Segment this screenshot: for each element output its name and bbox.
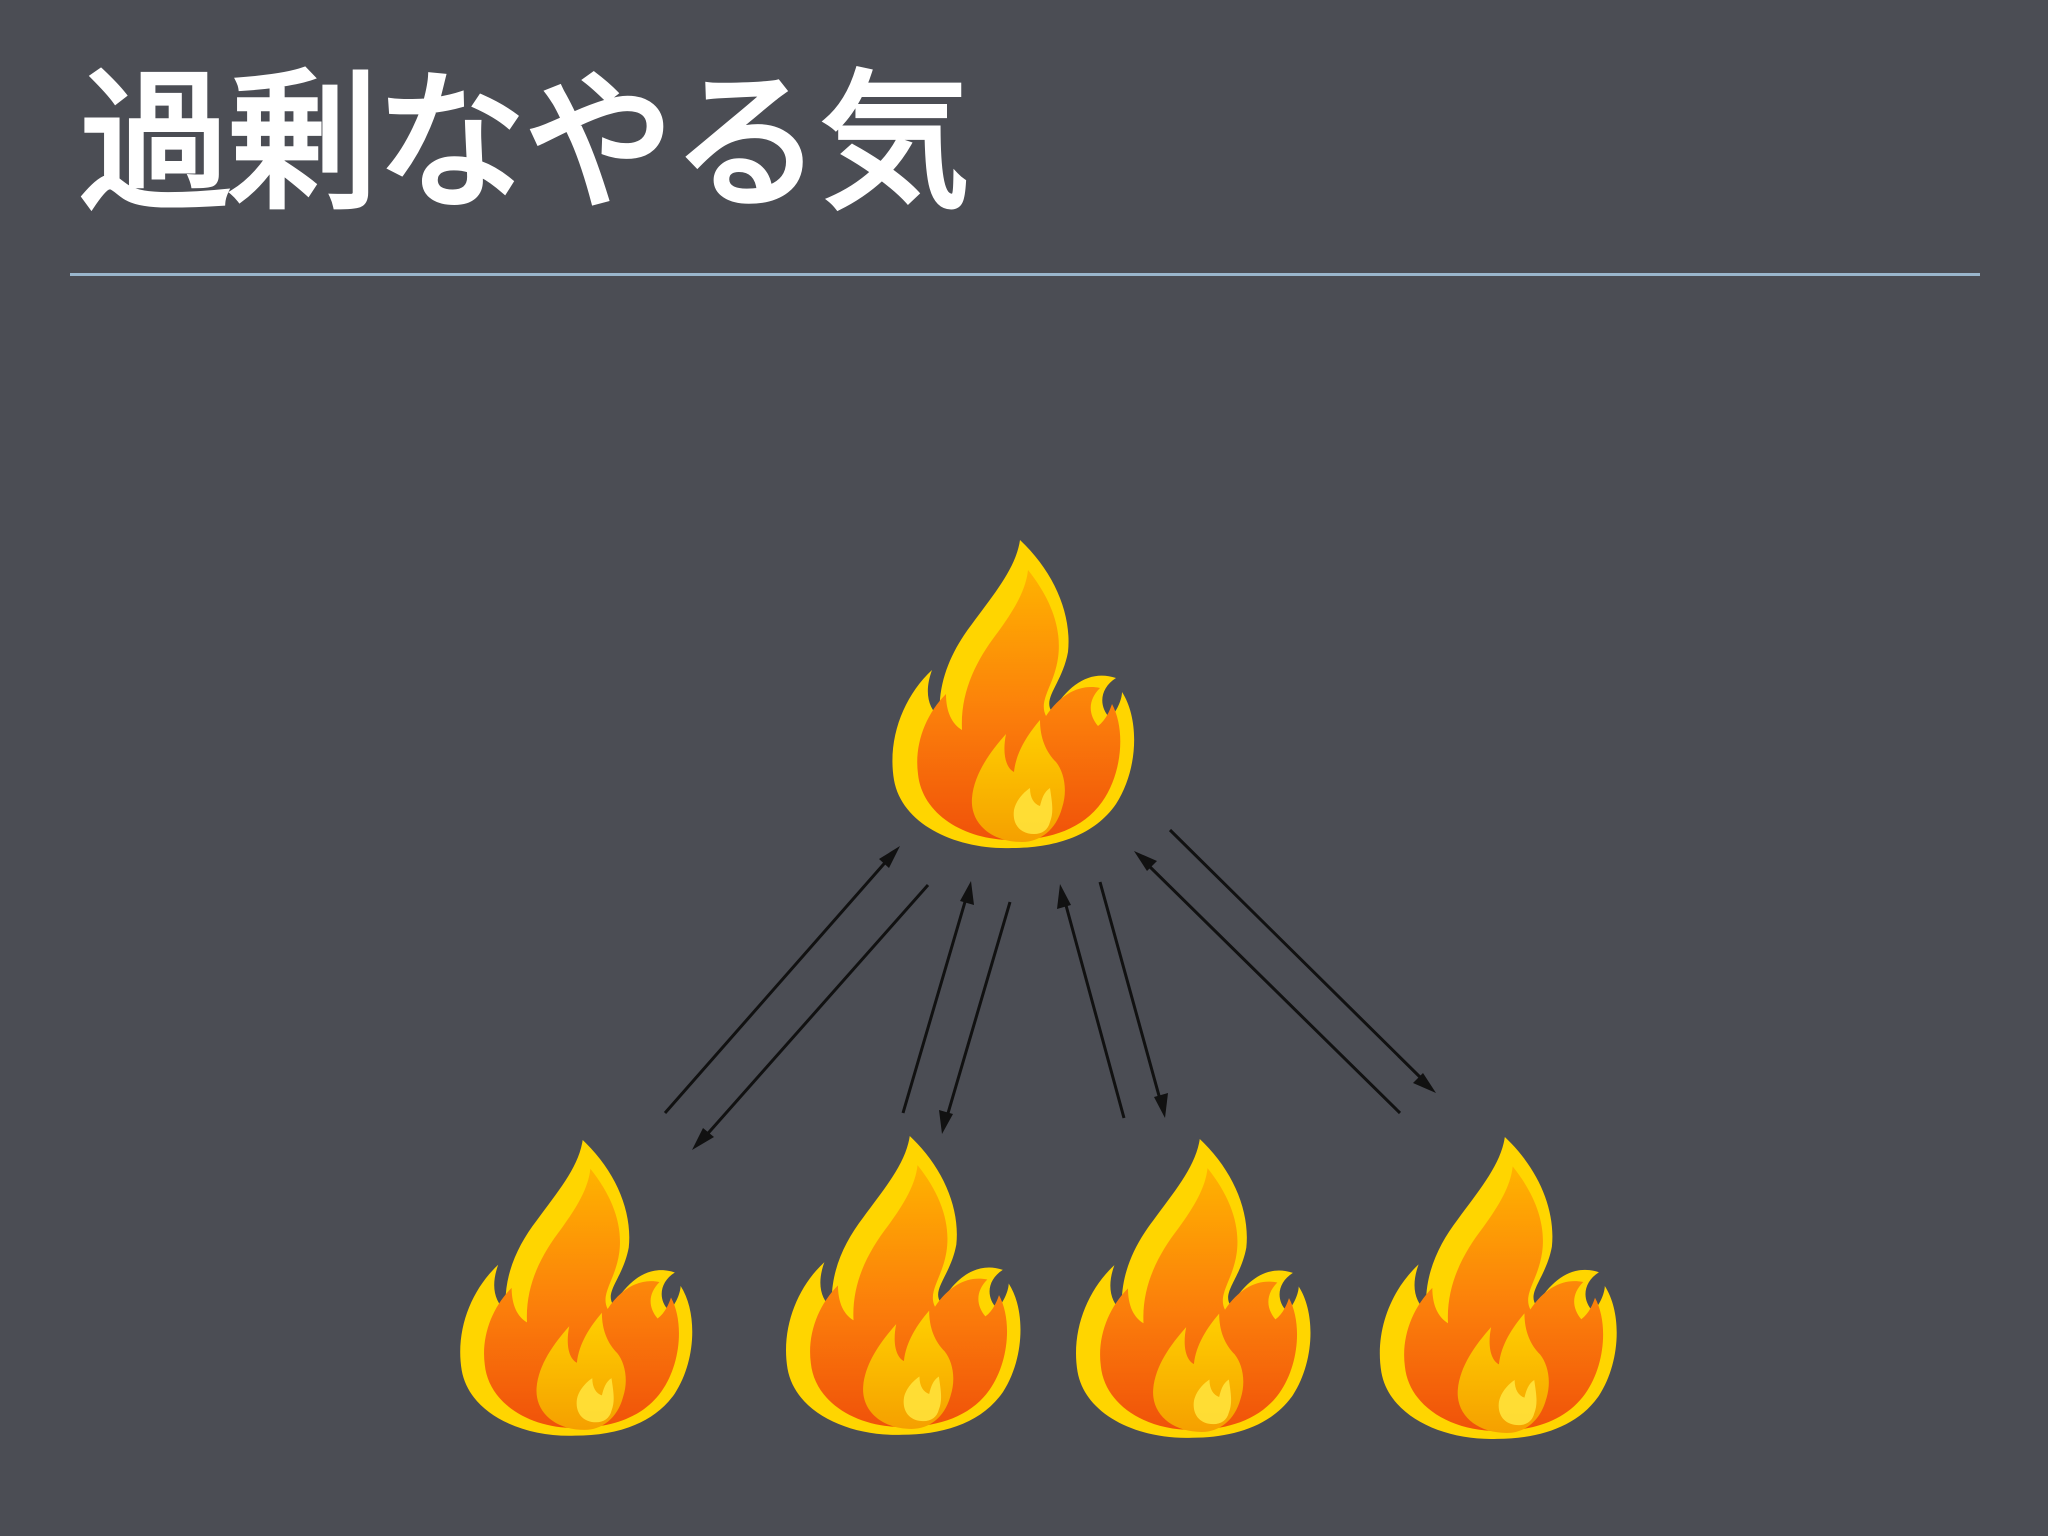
arrow-up-3 [1062, 897, 1126, 1119]
arrowhead-down-1 [692, 1128, 714, 1150]
flame-member-3 [1076, 1139, 1311, 1438]
arrow-up-2 [901, 894, 969, 1114]
arrow-down-3 [1098, 881, 1163, 1104]
arrowhead-up-3 [1057, 884, 1071, 909]
arrow-up-1 [663, 856, 892, 1114]
arrow-down-4 [1168, 828, 1427, 1084]
arrowhead-down-4 [1413, 1073, 1436, 1093]
flame-member-1 [460, 1140, 693, 1436]
arrow-down-1 [701, 884, 930, 1140]
arrowhead-down-2 [939, 1110, 953, 1134]
arrowhead-up-1 [879, 846, 900, 868]
arrow-down-2 [944, 901, 1012, 1121]
flame-center [892, 540, 1135, 849]
slide-title: 過剰なやる気 [80, 57, 970, 231]
title-divider [70, 273, 1980, 276]
arrowhead-up-4 [1134, 851, 1157, 871]
arrowhead-up-2 [960, 881, 974, 905]
arrow-up-4 [1143, 860, 1402, 1115]
flame-member-2 [786, 1136, 1021, 1435]
arrowhead-down-3 [1154, 1093, 1168, 1118]
flame-member-4 [1379, 1137, 1617, 1439]
